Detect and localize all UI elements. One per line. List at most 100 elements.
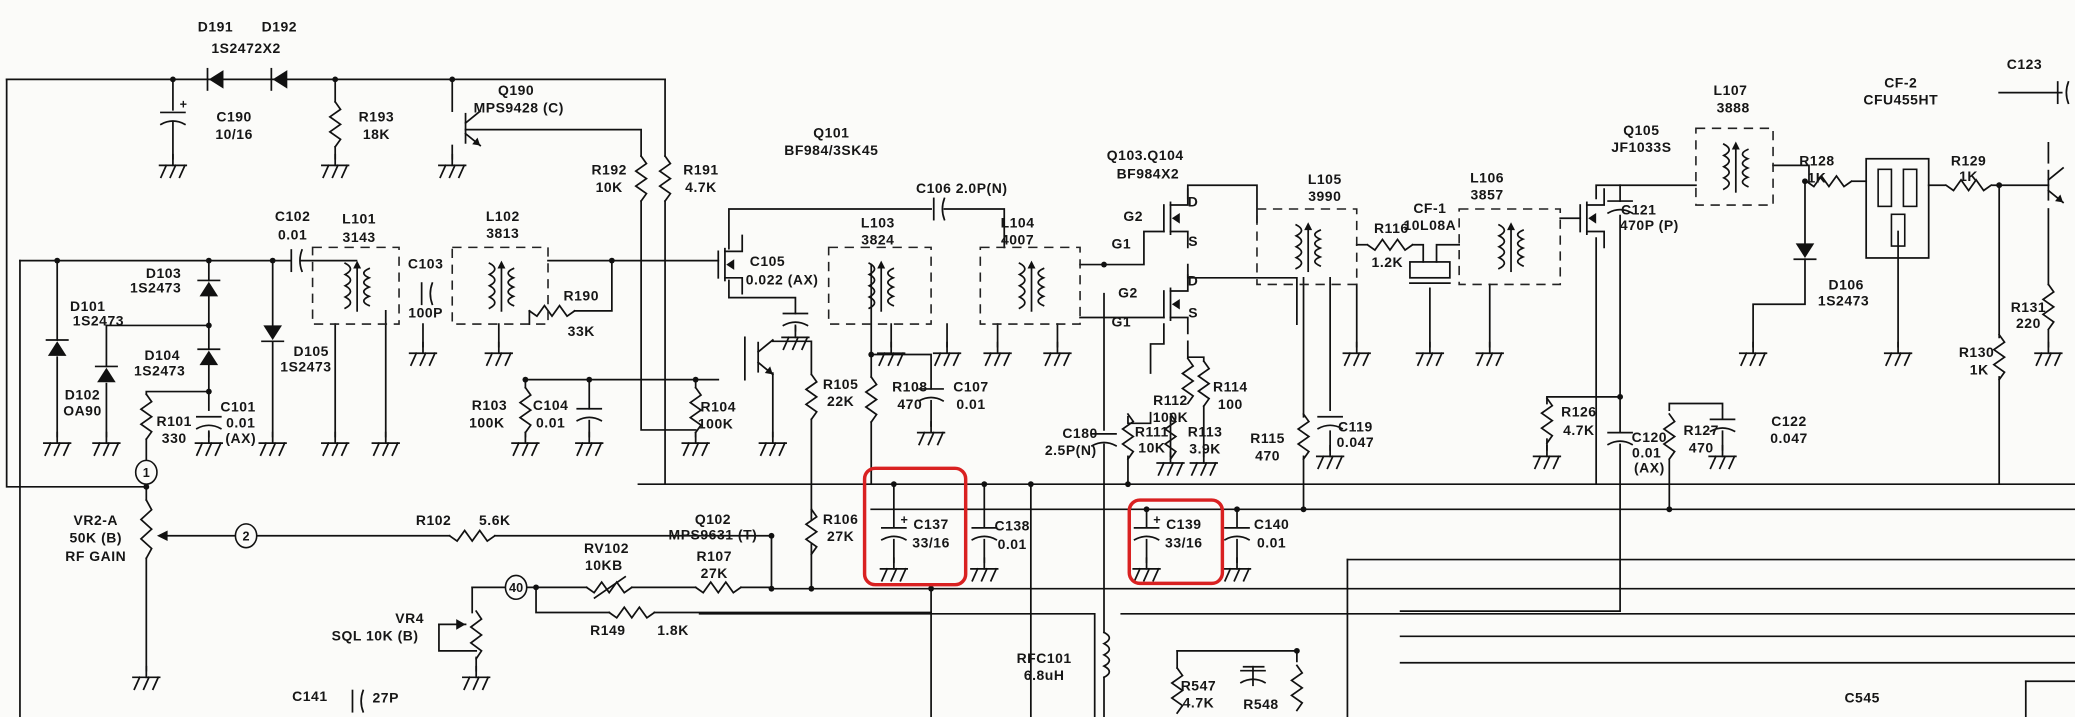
q103-value-label: BF984X2 (1117, 166, 1180, 182)
wire (438, 623, 478, 652)
l104-coil-can (979, 246, 1081, 325)
ground-stroke (322, 442, 330, 457)
junction-dot (928, 585, 935, 592)
cf1-ref-label: CF-1 (1413, 200, 1446, 216)
r101-value-label: 330 (162, 430, 187, 446)
ground-stroke (340, 164, 349, 179)
q102-transistor (756, 338, 775, 376)
ground-stroke (890, 567, 898, 582)
r149-value-label: 1.8K (657, 622, 689, 638)
ground-icon (92, 431, 121, 457)
ground-stroke (1223, 567, 1232, 582)
r102-value-label: 5.6K (479, 512, 511, 528)
pin-g2-label: G2 (1123, 208, 1143, 224)
r131-value-label: 220 (2016, 315, 2041, 331)
diode-icon (197, 279, 221, 297)
coil-winding (1102, 631, 1111, 679)
rv102-resistor (585, 580, 634, 595)
ground-stroke (1749, 352, 1757, 367)
wire (1127, 411, 1152, 425)
c101-value-label: 0.01 (226, 414, 255, 430)
coil-winding (1314, 229, 1323, 268)
ground-icon (1532, 444, 1562, 470)
d103-value-label: 1S2473 (130, 279, 181, 295)
r126-ref-label: R126 (1561, 404, 1596, 420)
c122-ref-label: C122 (1771, 413, 1806, 429)
vr2a-ref-label: VR2-A (74, 512, 119, 528)
r101-resistor (139, 393, 154, 441)
ground-stroke (1739, 352, 1748, 367)
vr4-wiper-arrow (456, 619, 466, 630)
r105-ref-label: R105 (823, 376, 858, 392)
ground-stroke (1044, 352, 1052, 367)
junction-dot (169, 76, 176, 83)
c103-capacitor (420, 281, 434, 306)
capacitor-plate (1133, 535, 1160, 541)
r149-resistor (607, 605, 656, 620)
c103-ref-label: C103 (408, 256, 443, 272)
wire (1668, 402, 1724, 419)
test-point-circle (134, 459, 158, 485)
wire (1079, 230, 1165, 266)
junction-dot (332, 76, 339, 83)
capacitor-plate (429, 281, 434, 306)
coil-winding (867, 262, 876, 310)
rv102-ref-label: RV102 (584, 540, 629, 556)
c180-value-label: 2.5P(N) (1045, 442, 1097, 458)
c119-capacitor (1316, 415, 1344, 430)
cf1-value-label: 10L08A (1403, 217, 1456, 233)
coil-winding (887, 267, 896, 307)
ground-stroke (448, 164, 457, 179)
capacitor-plate (299, 248, 304, 273)
ground-icon (511, 431, 540, 457)
c120-capacitor (1606, 431, 1634, 446)
plus-sign: + (900, 513, 907, 527)
rv102-adjust-arrow (593, 575, 627, 600)
ground-icon (158, 153, 188, 179)
c101-capacitor (195, 415, 222, 430)
ground-stroke (504, 352, 512, 367)
emitter-arrow (764, 366, 773, 375)
ground-icon (194, 431, 223, 457)
ground-stroke (943, 352, 951, 367)
wire (535, 586, 611, 614)
c121-capacitor (1606, 200, 1634, 215)
ground-stroke (1709, 455, 1718, 470)
ground-stroke (1894, 352, 1902, 367)
ground-stroke (151, 676, 160, 691)
c105-ref-label: C105 (750, 253, 785, 269)
c119-ref-label: C119 (1338, 418, 1373, 434)
ground-stroke (1233, 567, 1241, 582)
c141-capacitor (351, 689, 365, 713)
q190-value-label: MPS9428 (C) (474, 99, 564, 115)
arrow-head (353, 260, 362, 269)
ground-stroke (701, 442, 709, 457)
ground-stroke (769, 442, 777, 457)
r193-resistor (328, 100, 343, 149)
ground-stroke (331, 442, 339, 457)
r114-value-label: 100 (1218, 396, 1243, 412)
r126-value-label: 4.7K (1563, 422, 1595, 438)
ground-stroke (481, 676, 490, 691)
r129-ref-label: R129 (1951, 152, 1986, 168)
r191-value-label: 4.7K (685, 179, 717, 195)
ground-icon (1222, 557, 1252, 582)
coil-winding (1516, 229, 1526, 268)
ground-icon (916, 421, 946, 446)
ground-icon (1156, 451, 1185, 477)
ground-stroke (409, 352, 418, 367)
diode-triangle (1795, 243, 1815, 258)
ground-stroke (1416, 352, 1425, 367)
junction-dot (1802, 178, 1808, 185)
l104-value-label: 4007 (1001, 232, 1034, 248)
wire (145, 364, 210, 396)
r128-resistor (1805, 174, 1853, 189)
ground-icon (1189, 451, 1218, 477)
junction-dot (1027, 481, 1034, 488)
r191-ref-label: R191 (683, 162, 718, 178)
junction-dot (1666, 506, 1673, 513)
r116-resistor (1366, 237, 1414, 252)
r193-value-label: 18K (363, 126, 390, 142)
diode-icon (1793, 243, 1817, 261)
